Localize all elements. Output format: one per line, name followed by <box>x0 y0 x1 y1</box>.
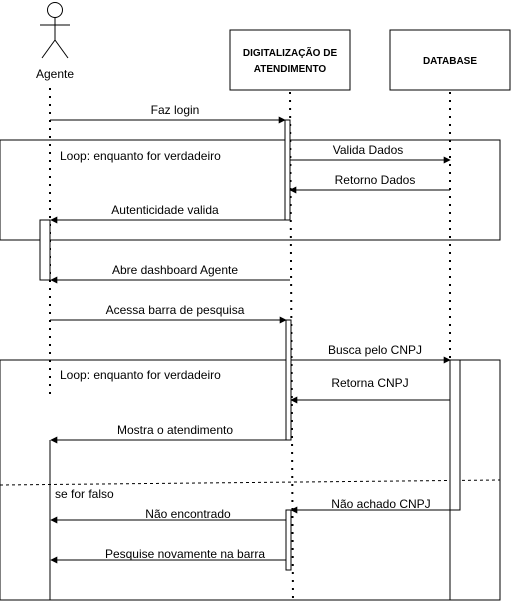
message-faz-login: Faz login <box>50 103 286 124</box>
message-acessa-barra-label: Acessa barra de pesquisa <box>106 303 245 317</box>
message-mostra-atendimento-label: Mostra o atendimento <box>117 423 233 437</box>
message-nao-encontrado: Não encontrado <box>50 507 286 524</box>
participant-system-label-line2: ATENDIMENTO <box>254 64 327 75</box>
participant-database-box <box>389 29 511 91</box>
activation-system-3 <box>285 509 292 571</box>
message-busca-cnpj: Busca pelo CNPJ <box>291 343 451 364</box>
message-mostra-atendimento: Mostra o atendimento <box>50 423 286 444</box>
alt-divider <box>0 479 501 486</box>
message-valida-dados-label: Valida Dados <box>333 143 404 157</box>
message-retorno-dados: Retorno Dados <box>289 173 450 194</box>
activation-system-2 <box>285 319 292 441</box>
loop-frame-2-label: Loop: enquanto for verdadeiro <box>60 368 221 382</box>
activation-actor-1 <box>39 219 51 281</box>
message-retorna-cnpj-label: Retorna CNPJ <box>331 376 408 390</box>
activation-system-1 <box>284 119 291 221</box>
loop-frame-1-label: Loop: enquanto for verdadeiro <box>60 149 221 163</box>
message-autenticidade-valida: Autenticidade valida <box>50 203 285 224</box>
actor-head <box>47 2 63 18</box>
message-faz-login-label: Faz login <box>151 103 200 117</box>
message-abre-dashboard-label: Abre dashboard Agente <box>112 263 238 277</box>
message-pesquise-novamente: Pesquise novamente na barra <box>50 547 286 564</box>
participant-database-label: DATABASE <box>423 56 477 67</box>
message-valida-dados: Valida Dados <box>290 143 451 164</box>
actor-left-leg <box>41 39 56 59</box>
loop-frame-2 <box>0 359 501 601</box>
actor-agente: Agente <box>36 2 74 81</box>
participant-system: DIGITALIZAÇÃO DE ATENDIMENTO <box>229 29 351 91</box>
loop-frame-1 <box>0 139 501 241</box>
participant-system-box <box>229 29 351 91</box>
message-nao-achado-cnpj: Não achado CNPJ <box>290 497 460 514</box>
actor-right-leg <box>54 39 69 59</box>
message-pesquise-novamente-label: Pesquise novamente na barra <box>105 547 265 561</box>
message-busca-cnpj-label: Busca pelo CNPJ <box>328 343 422 357</box>
message-autenticidade-valida-label: Autenticidade valida <box>111 203 219 217</box>
message-nao-encontrado-label: Não encontrado <box>145 507 231 521</box>
activation-database-1 <box>449 359 461 511</box>
message-retorna-cnpj: Retorna CNPJ <box>290 376 450 404</box>
message-nao-achado-cnpj-label: Não achado CNPJ <box>331 497 430 511</box>
message-retorno-dados-label: Retorno Dados <box>335 173 416 187</box>
alt-label: se for falso <box>55 487 114 501</box>
participant-database: DATABASE <box>389 29 511 91</box>
message-acessa-barra: Acessa barra de pesquisa <box>50 303 287 324</box>
participant-system-label-line1: DIGITALIZAÇÃO DE <box>243 46 338 59</box>
message-abre-dashboard: Abre dashboard Agente <box>50 263 290 284</box>
actor-label: Agente <box>36 67 74 81</box>
